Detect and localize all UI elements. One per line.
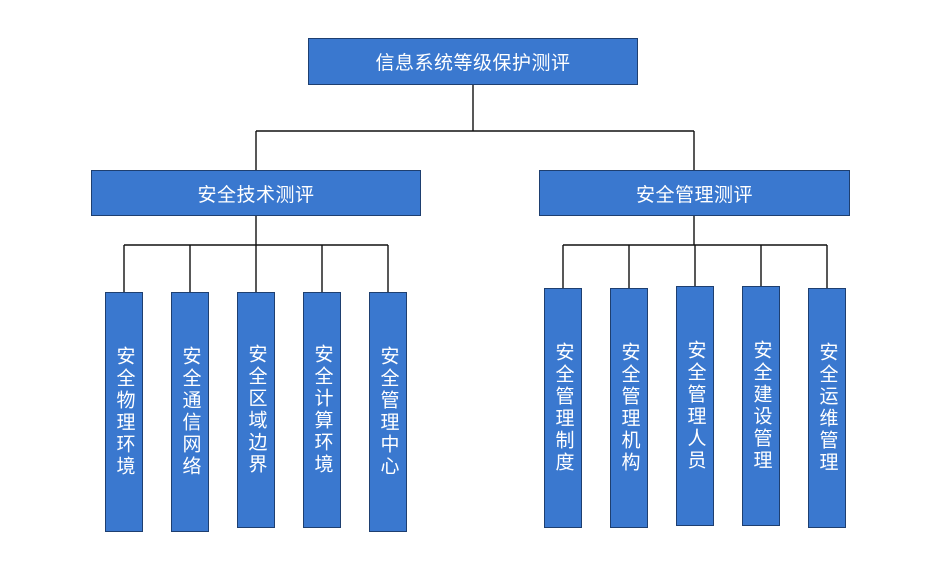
leaf-node-label: 安全区域边界 xyxy=(245,344,268,476)
branch-node-management: 安全管理测评 xyxy=(539,170,850,216)
leaf-node-computing-environment: 安全计算环境 xyxy=(303,292,341,528)
leaf-node-management-system: 安全管理制度 xyxy=(544,288,582,528)
leaf-node-management-center: 安全管理中心 xyxy=(369,292,407,532)
leaf-node-physical-environment: 安全物理环境 xyxy=(105,292,143,532)
leaf-node-management-organization: 安全管理机构 xyxy=(610,288,648,528)
leaf-node-operation-management: 安全运维管理 xyxy=(808,288,846,528)
leaf-node-area-boundary: 安全区域边界 xyxy=(237,292,275,528)
leaf-node-label: 安全运维管理 xyxy=(816,342,839,474)
root-node: 信息系统等级保护测评 xyxy=(308,38,638,85)
leaf-node-label: 安全管理中心 xyxy=(377,346,400,478)
leaf-node-label: 安全建设管理 xyxy=(750,340,773,472)
leaf-node-label: 安全管理人员 xyxy=(684,340,707,472)
branch-node-label: 安全技术测评 xyxy=(197,183,315,206)
leaf-node-label: 安全计算环境 xyxy=(311,344,334,476)
leaf-node-construction-management: 安全建设管理 xyxy=(742,286,780,526)
branch-node-technical: 安全技术测评 xyxy=(91,170,421,216)
leaf-node-label: 安全管理机构 xyxy=(618,342,641,474)
leaf-node-communication-network: 安全通信网络 xyxy=(171,292,209,532)
leaf-node-management-personnel: 安全管理人员 xyxy=(676,286,714,526)
leaf-node-label: 安全管理制度 xyxy=(552,342,575,474)
leaf-node-label: 安全通信网络 xyxy=(179,346,202,478)
branch-node-label: 安全管理测评 xyxy=(635,183,753,206)
leaf-node-label: 安全物理环境 xyxy=(113,346,136,478)
root-node-label: 信息系统等级保护测评 xyxy=(375,52,571,74)
